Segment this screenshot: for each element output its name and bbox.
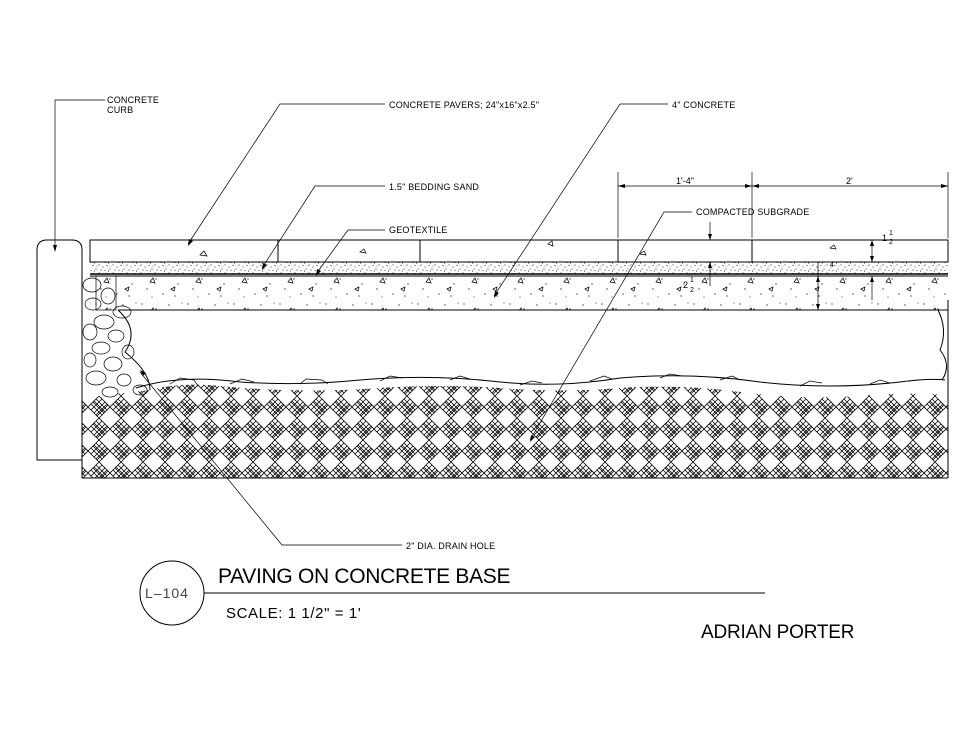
concrete-pavers <box>89 239 949 311</box>
thickness-a-den: 2 <box>889 239 893 246</box>
callout-concrete-curb-line1: CONCRETE <box>107 95 159 105</box>
compacted-subgrade <box>82 300 949 479</box>
thickness-c: 4 <box>830 262 834 269</box>
thickness-a-whole: 1 <box>882 233 887 243</box>
title-block: L–104 PAVING ON CONCRETE BASE SCALE: 1 1… <box>139 560 854 643</box>
drain-rock <box>82 277 148 398</box>
thickness-a-num: 1 <box>889 230 893 237</box>
drain-void <box>117 309 947 391</box>
drawing-author: ADRIAN PORTER <box>701 622 854 643</box>
dimension-lines: 1'-4" 2' 1 1 2 2 1 2 4 <box>617 172 949 310</box>
thickness-b-num: 1 <box>690 277 694 284</box>
callout-concrete-pavers: CONCRETE PAVERS; 24"x16"x2.5" <box>389 100 539 110</box>
callout-drain-hole: 2" DIA. DRAIN HOLE <box>406 541 495 551</box>
callout-concrete-4in: 4" CONCRETE <box>672 100 735 110</box>
concrete-base <box>90 275 948 311</box>
callout-geotextile: GEOTEXTILE <box>389 225 448 235</box>
callout-bedding-sand: 1.5" BEDDING SAND <box>389 182 479 192</box>
drawing-scale: SCALE: 1 1/2" = 1' <box>226 605 361 622</box>
dimension-span-2: 2' <box>846 176 853 186</box>
detail-number: L–104 <box>145 585 189 601</box>
dimension-span-1: 1'-4" <box>676 176 694 186</box>
leader-lines <box>53 99 692 546</box>
callout-concrete-curb-line2: CURB <box>107 105 133 115</box>
thickness-b-den: 2 <box>690 287 694 294</box>
thickness-b-whole: 2 <box>683 280 688 290</box>
callout-compacted-subgrade: COMPACTED SUBGRADE <box>696 207 809 217</box>
concrete-curb <box>36 239 83 478</box>
bedding-sand <box>90 261 948 274</box>
drawing-title: PAVING ON CONCRETE BASE <box>218 565 510 588</box>
